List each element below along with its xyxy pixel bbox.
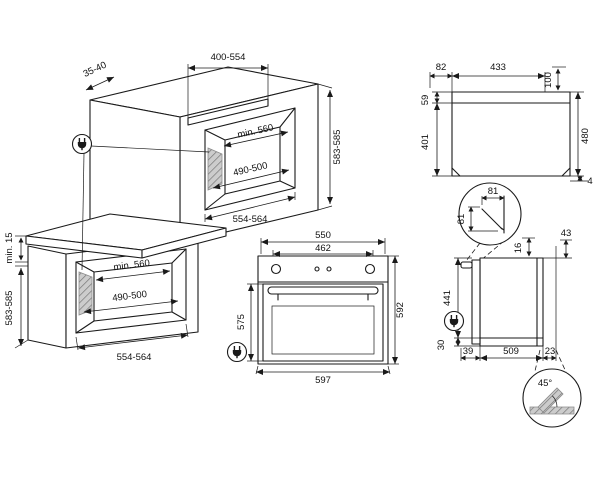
view-front: 550 462 575 592 597 bbox=[226, 230, 406, 386]
dim-column-wall-offset: 35-40 bbox=[82, 60, 109, 80]
dim-column-niche-width: 554-564 bbox=[233, 214, 268, 225]
dim-side-rear-gap: 23 bbox=[545, 346, 556, 357]
dim-front-width-inner: 462 bbox=[315, 243, 331, 254]
undercounter-outlet-zone bbox=[78, 271, 93, 316]
detail-chamfer-hatch bbox=[537, 387, 564, 414]
dim-front-total-height: 592 bbox=[395, 302, 406, 318]
column-outlet-zone bbox=[207, 147, 223, 191]
front-dimensions: 550 462 575 592 597 bbox=[236, 230, 406, 386]
detail-floor-hatch bbox=[529, 406, 575, 415]
power-plug-icon-side bbox=[443, 310, 465, 332]
dim-undercounter-height: 583-585 bbox=[4, 291, 15, 326]
rear-chamfer-right bbox=[561, 167, 571, 177]
side-view-body bbox=[479, 257, 544, 347]
door-handle bbox=[267, 286, 379, 295]
dim-undercounter-niche-width: 554-564 bbox=[117, 352, 152, 363]
dim-top-offset-left: 82 bbox=[436, 62, 447, 73]
dim-top-inner-width: 433 bbox=[490, 62, 506, 73]
dim-top-rear-clearance: 4 bbox=[587, 176, 592, 187]
detail-handle-bar bbox=[481, 208, 503, 230]
detail-angle-arc bbox=[552, 395, 558, 408]
countertop-right-edge bbox=[141, 227, 227, 259]
detail-handle-circle bbox=[458, 182, 522, 246]
dim-undercounter-depth: min. 560 bbox=[113, 258, 151, 273]
dim-top-total-depth: 480 bbox=[580, 128, 591, 144]
dim-side-plinth-height: 30 bbox=[436, 340, 447, 351]
undercounter-dimensions: min. 560 490-500 min. 15 583-585 554-564 bbox=[4, 232, 189, 363]
dim-side-rear-top: 43 bbox=[561, 228, 572, 239]
top-view-outline bbox=[451, 91, 571, 177]
side-view-door bbox=[471, 259, 481, 345]
detail-handle: 81 81 bbox=[456, 182, 522, 267]
dim-side-top-recess: 16 bbox=[513, 243, 524, 254]
dim-side-door-depth: 39 bbox=[463, 346, 474, 357]
dim-side-body-depth: 509 bbox=[503, 346, 519, 357]
side-view-handle bbox=[460, 261, 473, 269]
dim-undercounter-top-gap: min. 15 bbox=[4, 232, 15, 263]
top-dimensions: 82 433 100 59 401 480 4 bbox=[420, 62, 593, 187]
dim-front-door-height: 575 bbox=[236, 314, 247, 330]
view-top: 82 433 100 59 401 480 4 bbox=[420, 62, 593, 187]
rear-chamfer-left bbox=[451, 167, 461, 177]
dim-handle-horizontal: 81 bbox=[488, 186, 499, 197]
side-dimensions: 441 30 16 43 39 509 23 bbox=[436, 228, 572, 361]
dim-top-body-depth: 401 bbox=[420, 134, 431, 150]
power-plug-icon-column bbox=[71, 133, 93, 155]
dim-undercounter-outlet-width: 490-500 bbox=[112, 289, 148, 304]
view-column-cabinet: 400-554 35-40 min. 560 490-500 554-564 5… bbox=[82, 52, 343, 244]
undercounter-side-face bbox=[27, 245, 67, 349]
knob-left bbox=[270, 263, 282, 275]
power-plug-icon-front bbox=[226, 341, 248, 363]
view-undercounter-cabinet: min. 560 490-500 min. 15 583-585 554-564 bbox=[4, 213, 227, 363]
knob-right bbox=[364, 263, 376, 275]
detail-corner: 45° bbox=[522, 349, 582, 428]
dim-top-depth-marker: 100 bbox=[543, 72, 554, 88]
dim-top-front-depth: 59 bbox=[420, 95, 431, 106]
dim-handle-vertical: 81 bbox=[456, 214, 467, 225]
outlet-leaders bbox=[71, 133, 210, 271]
dim-column-height: 583-585 bbox=[332, 130, 343, 165]
dim-front-total-width: 597 bbox=[315, 375, 331, 386]
oven-door bbox=[262, 283, 384, 362]
dim-column-top-opening: 400-554 bbox=[211, 52, 246, 63]
dim-side-body-height: 441 bbox=[442, 290, 453, 306]
column-top-opening bbox=[187, 98, 269, 126]
button-right bbox=[326, 266, 332, 272]
button-left bbox=[314, 266, 320, 272]
dim-corner-angle: 45° bbox=[538, 378, 553, 389]
view-side: 441 30 16 43 39 509 23 bbox=[436, 228, 572, 361]
door-glass bbox=[271, 305, 375, 355]
dim-front-width-top: 550 bbox=[315, 230, 331, 241]
